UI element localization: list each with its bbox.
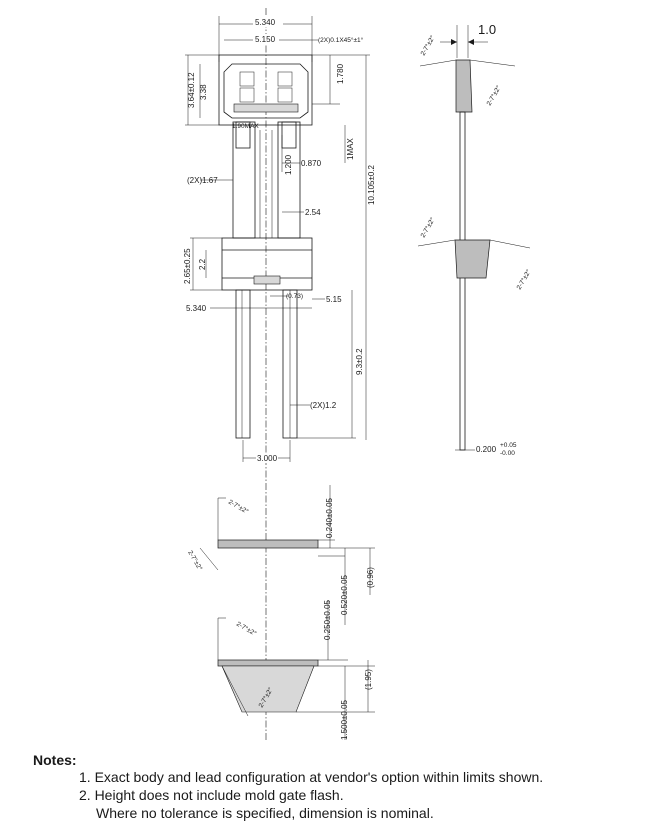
note-2: 2. Height does not include mold gate fla…: [79, 787, 344, 803]
dim-draft-side-a: 2-7°±2°: [419, 34, 437, 57]
dim-height-a: 3.64±0.12: [187, 72, 196, 108]
dim-draft-bottom-a: 2-7°±2°: [227, 498, 250, 516]
lead-upper-right: [277, 121, 301, 239]
dim-body-width-inner: 5.150: [255, 35, 276, 44]
dim-lead-a: 1.200: [284, 154, 293, 175]
bottom-upper-profile: [217, 539, 319, 549]
dim-draft-side-d: 2-7°±2°: [515, 268, 533, 291]
dim-mold-width-2: 5.15: [326, 295, 342, 304]
note-3: Where no tolerance is specified, dimensi…: [96, 805, 434, 821]
note-1: 1. Exact body and lead configuration at …: [79, 769, 544, 785]
dim-tol-plus: +0.05: [500, 442, 517, 449]
dim-gap: (0.73): [286, 293, 303, 300]
dim-tol-minus: -0.00: [500, 450, 515, 457]
side-view: 1.0 2-7°±2° 2-7°±2° 2-7°±2° 2-7°±2° 0.20…: [417, 22, 533, 457]
dim-pitch-half: (2X)1.67: [187, 176, 218, 185]
dim-draft-side-b: 2-7°±2°: [485, 84, 503, 107]
dim-height-c: 1.780: [336, 63, 345, 84]
dim-lead-width: (2X)1.2: [310, 401, 337, 410]
dim-draft-bottom-c: 2-7°±2°: [235, 620, 258, 638]
dim-chamfer: (2X)0.1X45°±1°: [318, 36, 364, 44]
dim-t6: (1.95): [364, 669, 373, 690]
side-top-body: [455, 59, 473, 113]
dim-t4: 0.250±0.05: [323, 599, 332, 640]
dim-mold-h-b: 2.2: [198, 258, 207, 270]
dim-draft-side-c: 2-7°±2°: [419, 216, 437, 239]
top-body-window: [233, 103, 299, 113]
dim-lead-pitch: 3.000: [257, 454, 278, 463]
mold-body: [221, 237, 313, 291]
dim-t1: 0.240±0.05: [325, 497, 334, 538]
dim-t5: 1.500±0.05: [340, 699, 349, 740]
front-view: 5.340 5.150 (2X)0.1X45°±1° 3.64±0.12 3.3…: [183, 8, 376, 740]
dim-total-length: 10.105±0.2: [367, 164, 376, 205]
notes-title: Notes:: [33, 752, 77, 768]
dim-mold-width: 5.340: [186, 304, 207, 313]
dim-t3: (0.96): [366, 567, 375, 588]
top-body-outer: [218, 54, 313, 126]
dim-lead-spacing: 2.54: [305, 208, 321, 217]
dim-side-width: 1.0: [478, 22, 496, 37]
dim-mold-h-a: 2.65±0.25: [183, 248, 192, 284]
package-outline-drawing: 5.340 5.150 (2X)0.1X45°±1° 3.64±0.12 3.3…: [183, 8, 533, 740]
dim-height-b: 3.38: [199, 84, 208, 100]
side-lead: [459, 111, 466, 451]
bottom-view: 2-7°±2° 2-7°±2° 0.240±0.05 0.520±0.05 (0…: [186, 485, 375, 740]
dim-body-width: 5.340: [255, 18, 276, 27]
dim-max-b: 1MAX: [346, 138, 355, 160]
lead-lower-left: [235, 289, 251, 439]
dim-max-a: 1.90MAX: [232, 123, 259, 130]
dim-lead-thickness: 0.200: [476, 445, 497, 454]
dim-t2: 0.520±0.05: [340, 574, 349, 615]
lead-tab-right: [281, 121, 297, 149]
bottom-lower-flange: [217, 659, 319, 667]
dim-lead-b: 0.870: [301, 159, 322, 168]
mold-gate: [253, 275, 281, 285]
side-mold-body: [454, 239, 491, 279]
dim-lead-length: 9.3±0.2: [355, 348, 364, 375]
top-body-chamfered: [223, 63, 309, 119]
dim-draft-bottom-b: 2-7°±2°: [186, 549, 204, 572]
